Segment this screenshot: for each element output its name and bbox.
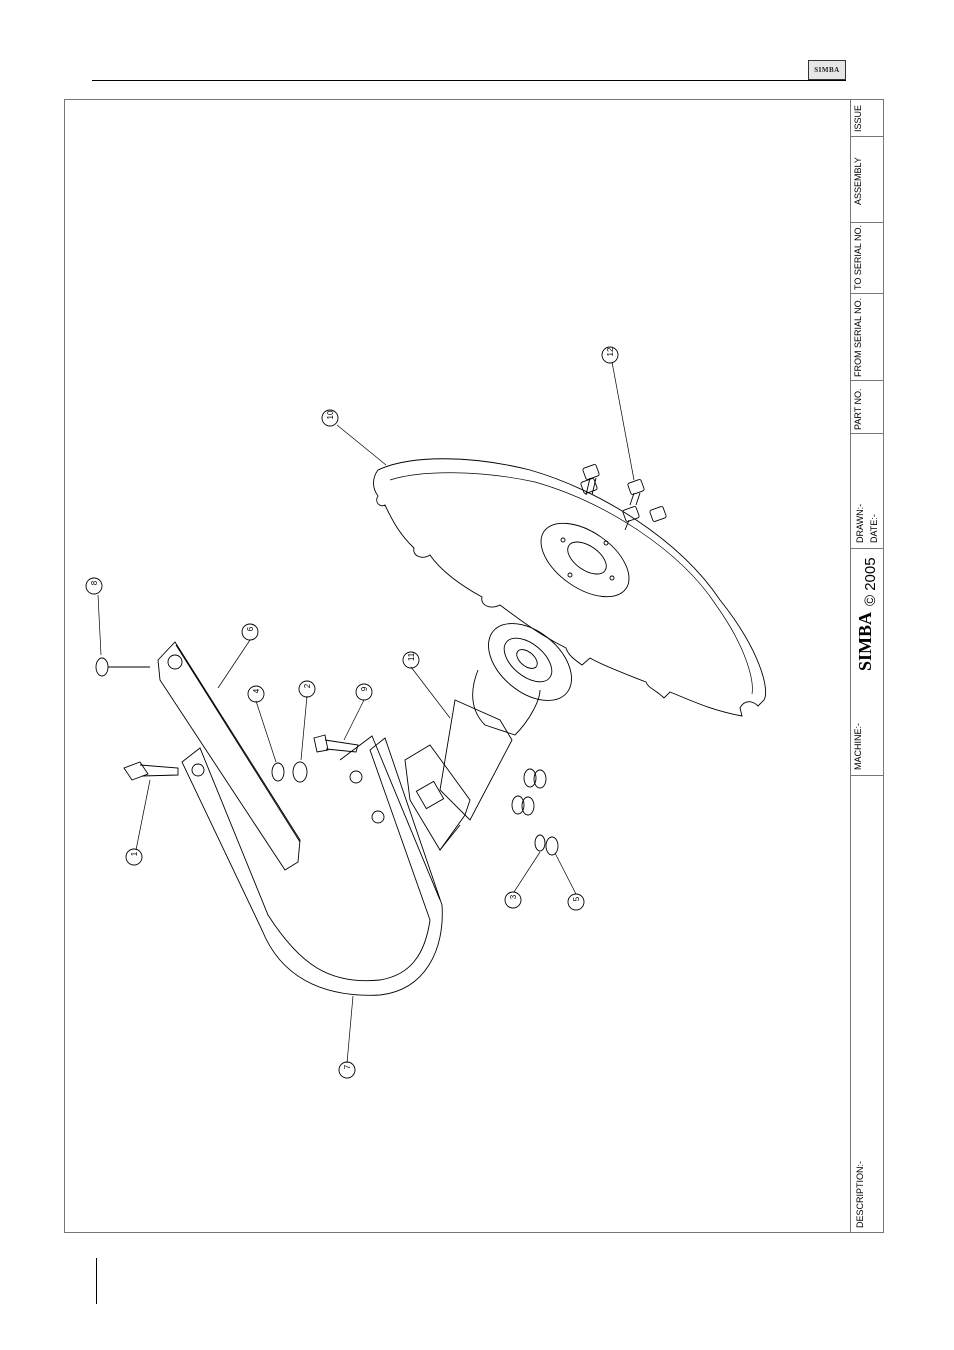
callout-label: 11 (407, 652, 416, 661)
title-block-divider (850, 136, 884, 137)
title-block-divider (850, 548, 884, 549)
page-gutter-line (96, 1258, 97, 1304)
callout-label: 10 (326, 410, 335, 419)
upper-arm (158, 642, 300, 870)
from-serial-label: FROM SERIAL NO. (853, 298, 863, 377)
callout-label: 9 (360, 686, 369, 691)
brand-logo: SIMBA (808, 60, 846, 80)
header-rule (92, 80, 846, 81)
description-label: DESCRIPTION:- (855, 1161, 865, 1228)
callout-label: 12 (606, 347, 615, 356)
nut (293, 762, 307, 782)
washer (535, 835, 545, 851)
simba-logo: SIMBA (855, 612, 876, 671)
u-shank (182, 736, 442, 995)
callout-label: 8 (90, 580, 99, 585)
title-block-divider (850, 775, 884, 776)
copyright-text: © 2005 (862, 557, 879, 606)
callout-label: 2 (303, 683, 312, 688)
title-block-divider (850, 380, 884, 381)
exploded-assembly-drawing: 8 6 4 2 9 11 10 12 1 3 5 7 (64, 99, 849, 1233)
callout-label: 5 (572, 896, 581, 901)
callout-label: 6 (246, 626, 255, 631)
disc-blade (374, 459, 766, 716)
part-no-label: PART NO. (853, 388, 863, 430)
callout-label: 3 (509, 894, 518, 899)
mounting-plate (405, 745, 470, 850)
nut (546, 837, 558, 855)
disc-bolts (580, 464, 666, 530)
title-block-divider (850, 293, 884, 294)
assembly-label: ASSEMBLY (853, 157, 863, 205)
washer (272, 763, 284, 781)
leader-lines (98, 362, 634, 1063)
machine-label: MACHINE:- (853, 723, 863, 770)
pivot-bolt (124, 762, 178, 780)
callout-label: 4 (252, 688, 261, 693)
date-label: DATE:- (869, 514, 879, 543)
bush (96, 658, 150, 676)
callout-label: 7 (343, 1064, 352, 1069)
issue-label: ISSUE (853, 105, 863, 132)
callout-label: 1 (130, 851, 139, 856)
callouts (86, 347, 618, 1078)
bolt-9 (314, 735, 358, 752)
drawn-label: DRAWN:- (855, 504, 865, 543)
title-block-divider (850, 433, 884, 434)
to-serial-label: TO SERIAL NO. (853, 225, 863, 290)
title-block-divider (850, 222, 884, 223)
